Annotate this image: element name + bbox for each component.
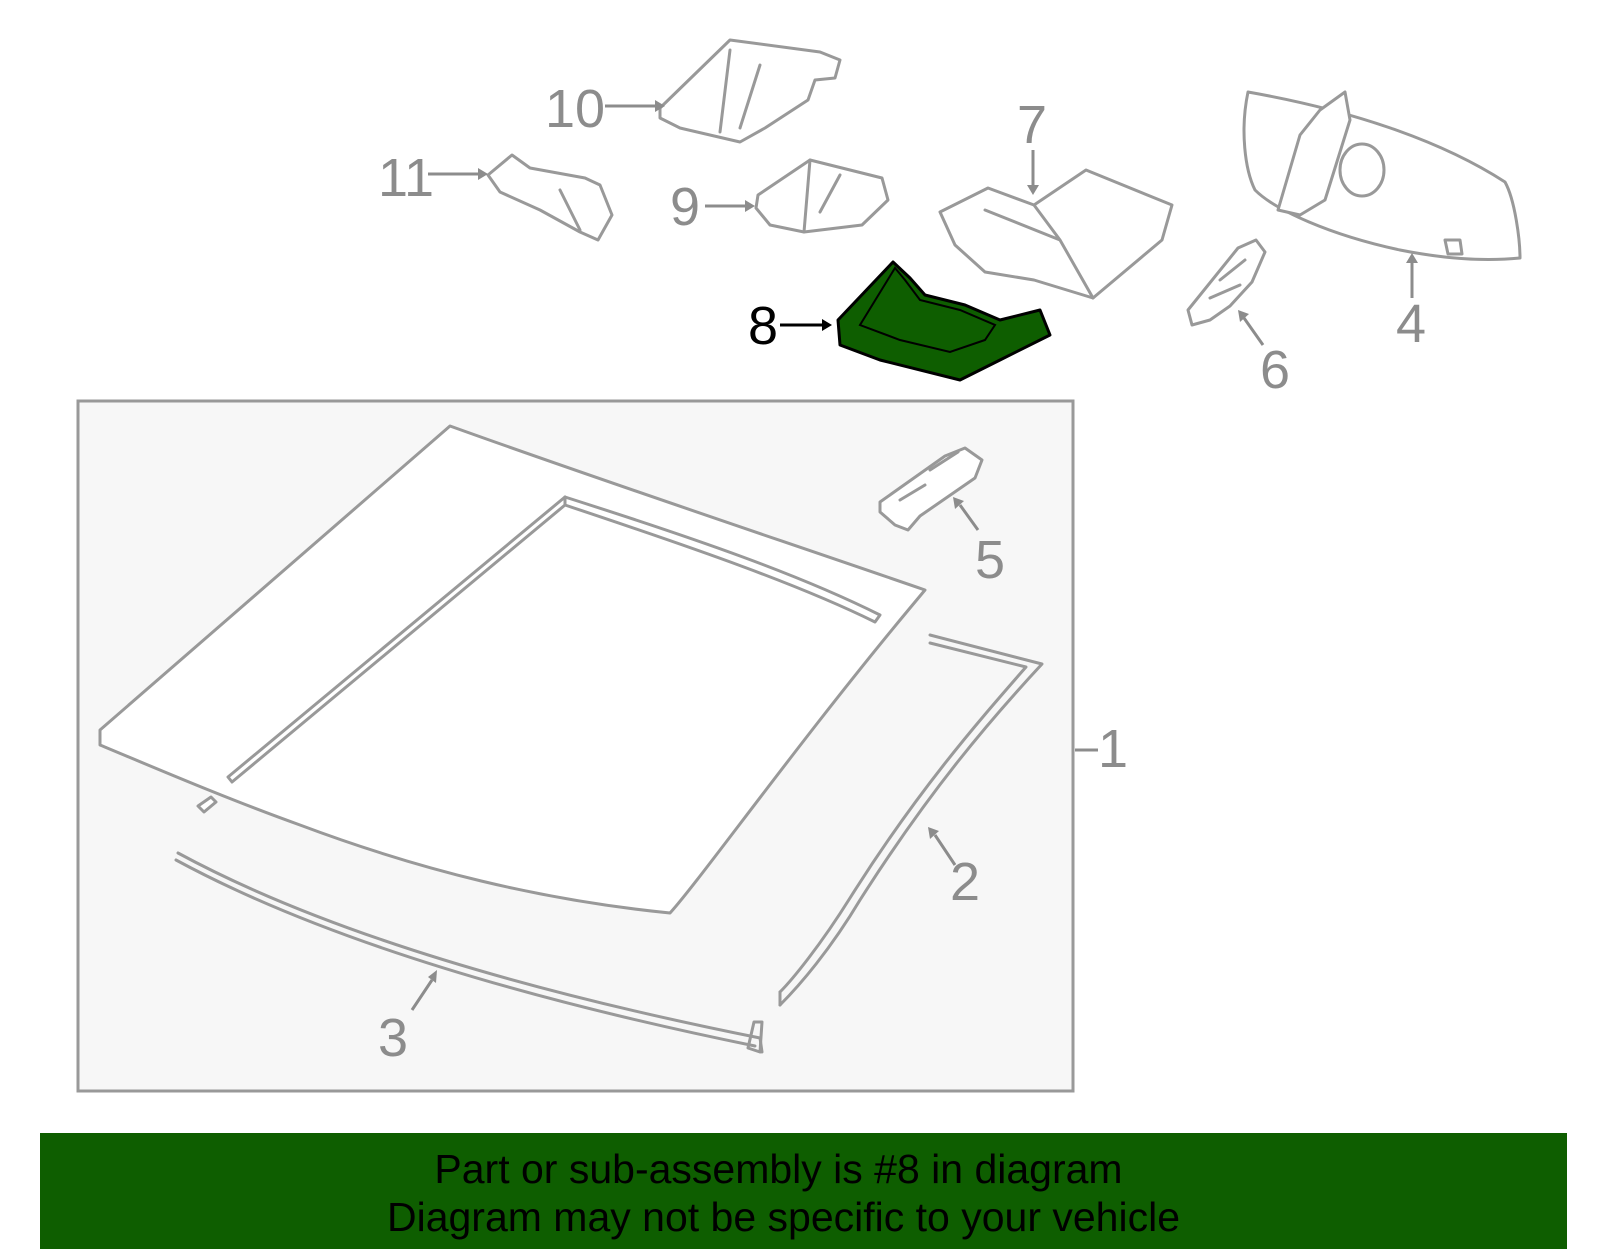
callout-9: 9 — [670, 177, 700, 237]
rearview-mirror[interactable] — [1242, 90, 1522, 262]
clip[interactable] — [486, 153, 614, 242]
info-banner: Part or sub-assembly is #8 in diagram Di… — [40, 1133, 1567, 1249]
highlighted-part-8[interactable] — [836, 260, 1052, 382]
sensor-bracket[interactable] — [878, 446, 984, 532]
lower-molding[interactable] — [174, 851, 764, 1054]
callout-5: 5 — [975, 530, 1005, 590]
callout-7: 7 — [1017, 95, 1047, 155]
callout-3: 3 — [378, 1008, 408, 1068]
mount-cover[interactable] — [938, 168, 1174, 300]
banner-line-2: Diagram may not be specific to your vehi… — [386, 1194, 1180, 1240]
sensor-clip[interactable] — [1186, 238, 1267, 327]
windshield-glass[interactable] — [98, 424, 927, 915]
side-molding[interactable] — [778, 633, 1044, 1007]
large-bracket[interactable] — [658, 38, 842, 144]
banner-line-1: Part or sub-assembly is #8 in diagram — [434, 1146, 1123, 1192]
callout-1: 1 — [1098, 719, 1128, 779]
callout-2: 2 — [950, 852, 980, 912]
callout-4: 4 — [1396, 294, 1426, 354]
callout-8: 8 — [748, 296, 778, 356]
callout-6: 6 — [1260, 340, 1290, 400]
callout-10: 10 — [545, 79, 605, 139]
callout-11: 11 — [378, 148, 434, 208]
leader-lines — [410, 100, 1418, 1011]
small-bracket[interactable] — [754, 158, 890, 234]
